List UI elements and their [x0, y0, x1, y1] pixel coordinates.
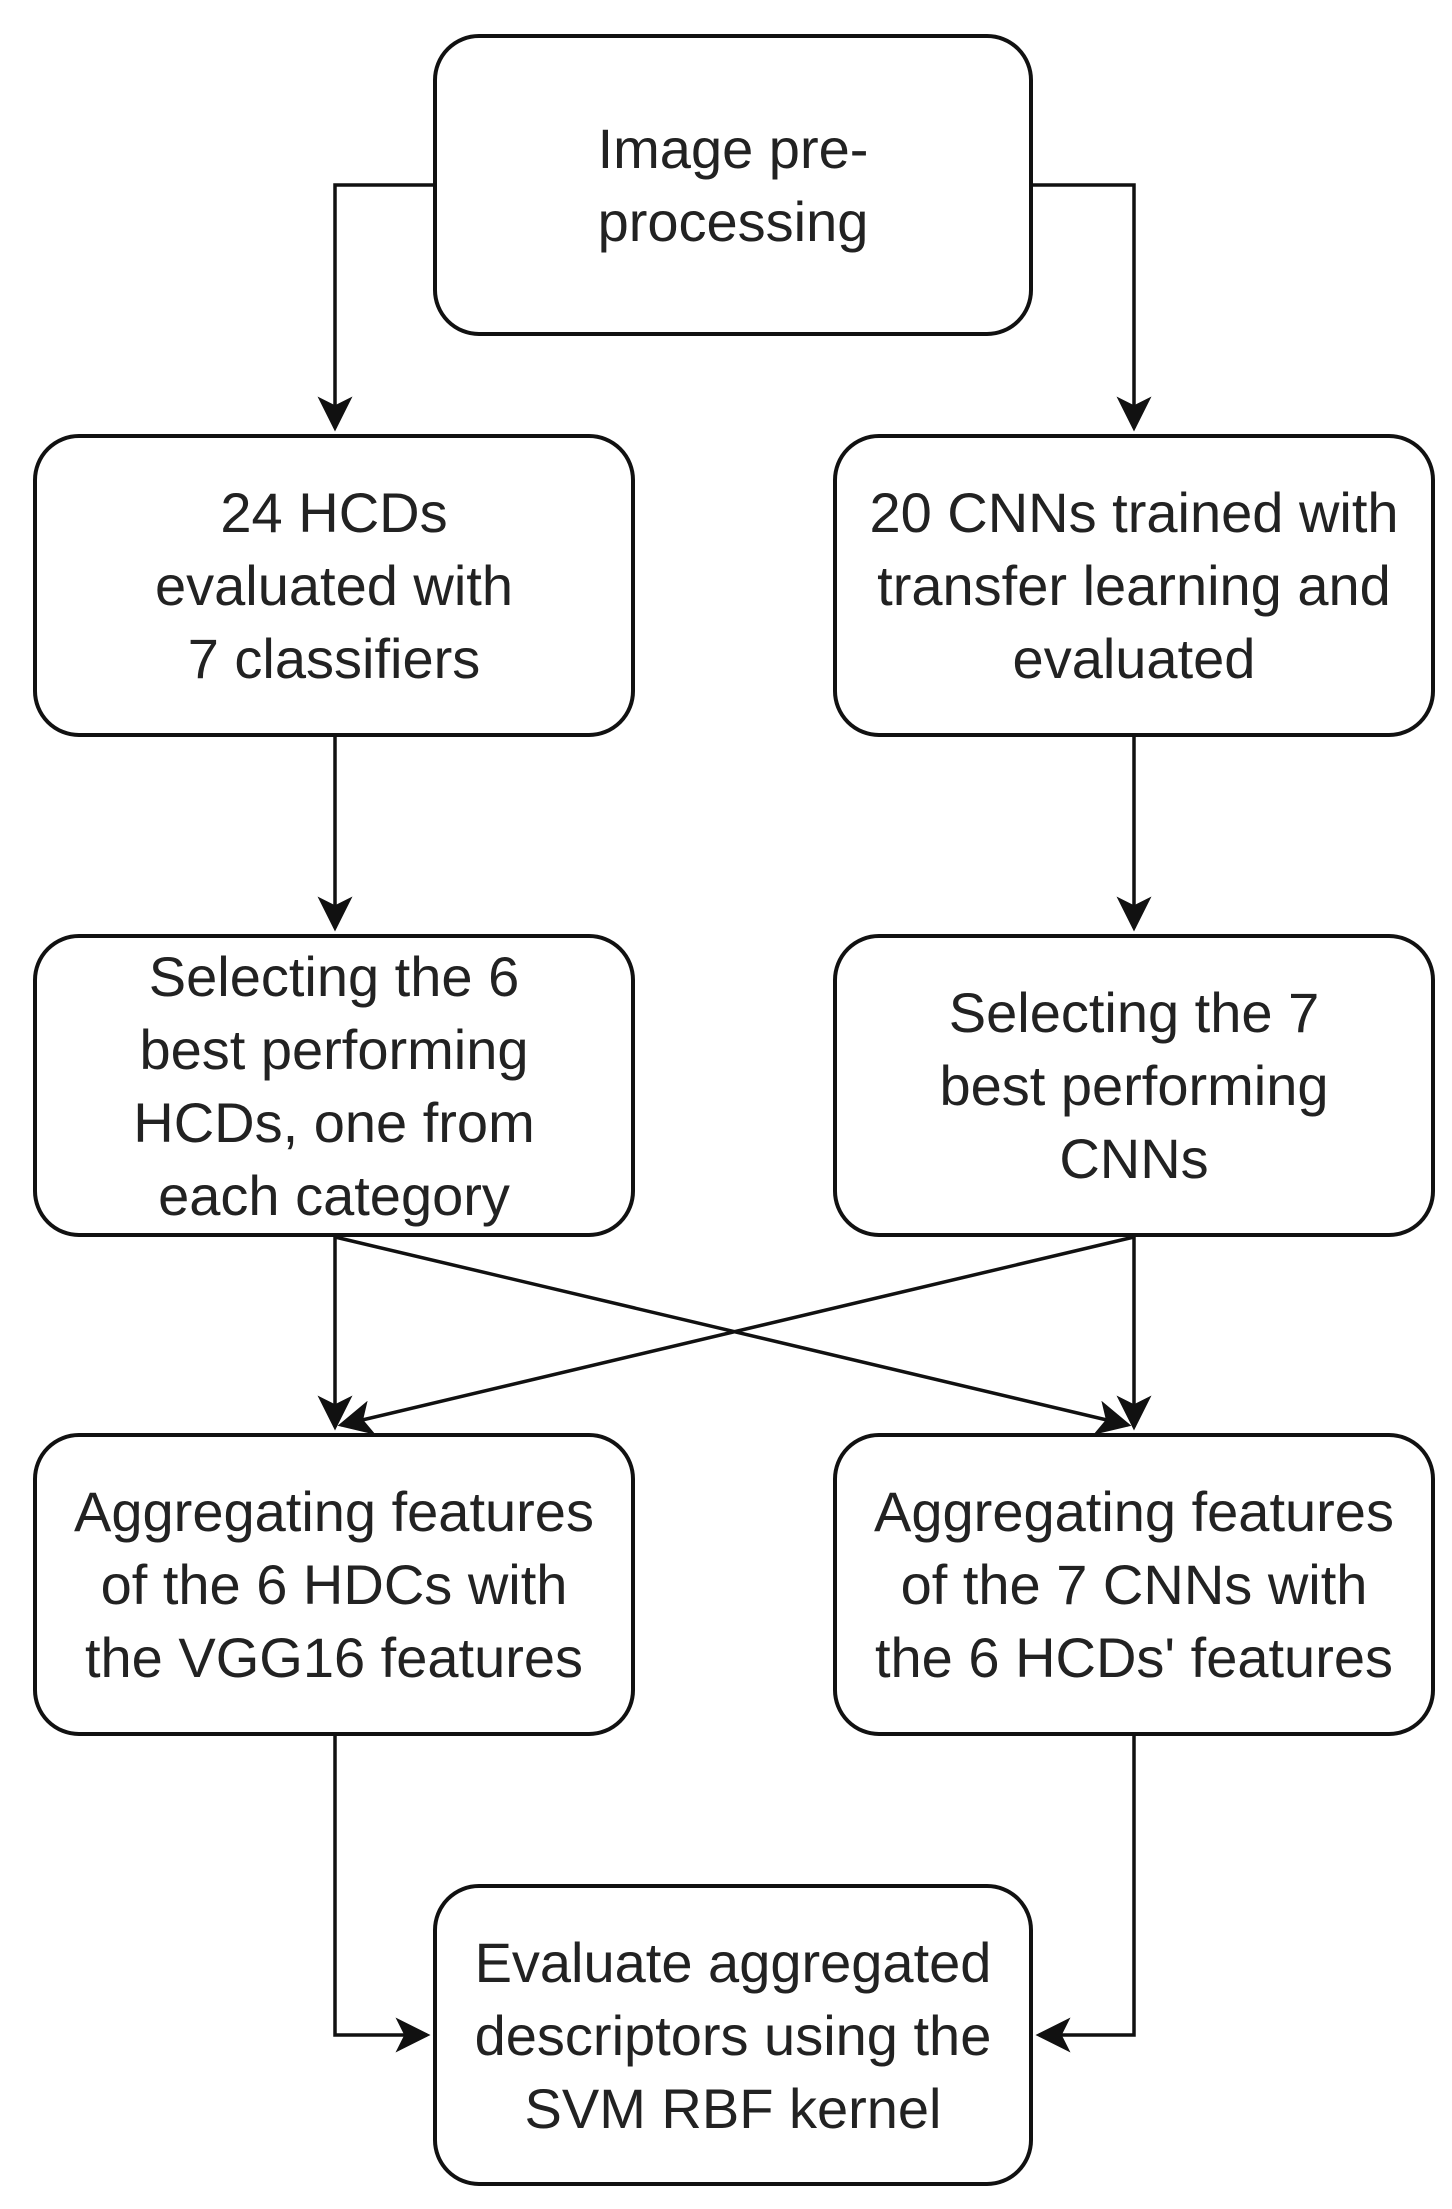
edge-agg-hcd-to-evaluate	[333, 1736, 431, 2053]
edge-preprocess-to-cnn-eval	[1033, 183, 1152, 432]
node-cnn-training: 20 CNNs trained with transfer learning a…	[833, 434, 1435, 737]
node-aggregate-hdc-vgg16: Aggregating features of the 6 HDCs with …	[33, 1433, 635, 1736]
node-image-preprocessing: Image pre- processing	[433, 34, 1033, 336]
edge-preprocess-to-hcd-eval	[317, 183, 433, 432]
node-aggregate-cnn-hcd: Aggregating features of the 7 CNNs with …	[833, 1433, 1435, 1736]
edge-agg-cnn-to-evaluate	[1035, 1736, 1136, 2053]
node-hcd-selection: Selecting the 6 best performing HCDs, on…	[33, 934, 635, 1237]
node-evaluate-svm: Evaluate aggregated descriptors using th…	[433, 1884, 1033, 2186]
edge-cnn-select-to-agg-hcd	[337, 1235, 1135, 1435]
node-hcd-evaluation: 24 HCDs evaluated with 7 classifiers	[33, 434, 635, 737]
node-cnn-selection: Selecting the 7 best performing CNNs	[833, 934, 1435, 1237]
